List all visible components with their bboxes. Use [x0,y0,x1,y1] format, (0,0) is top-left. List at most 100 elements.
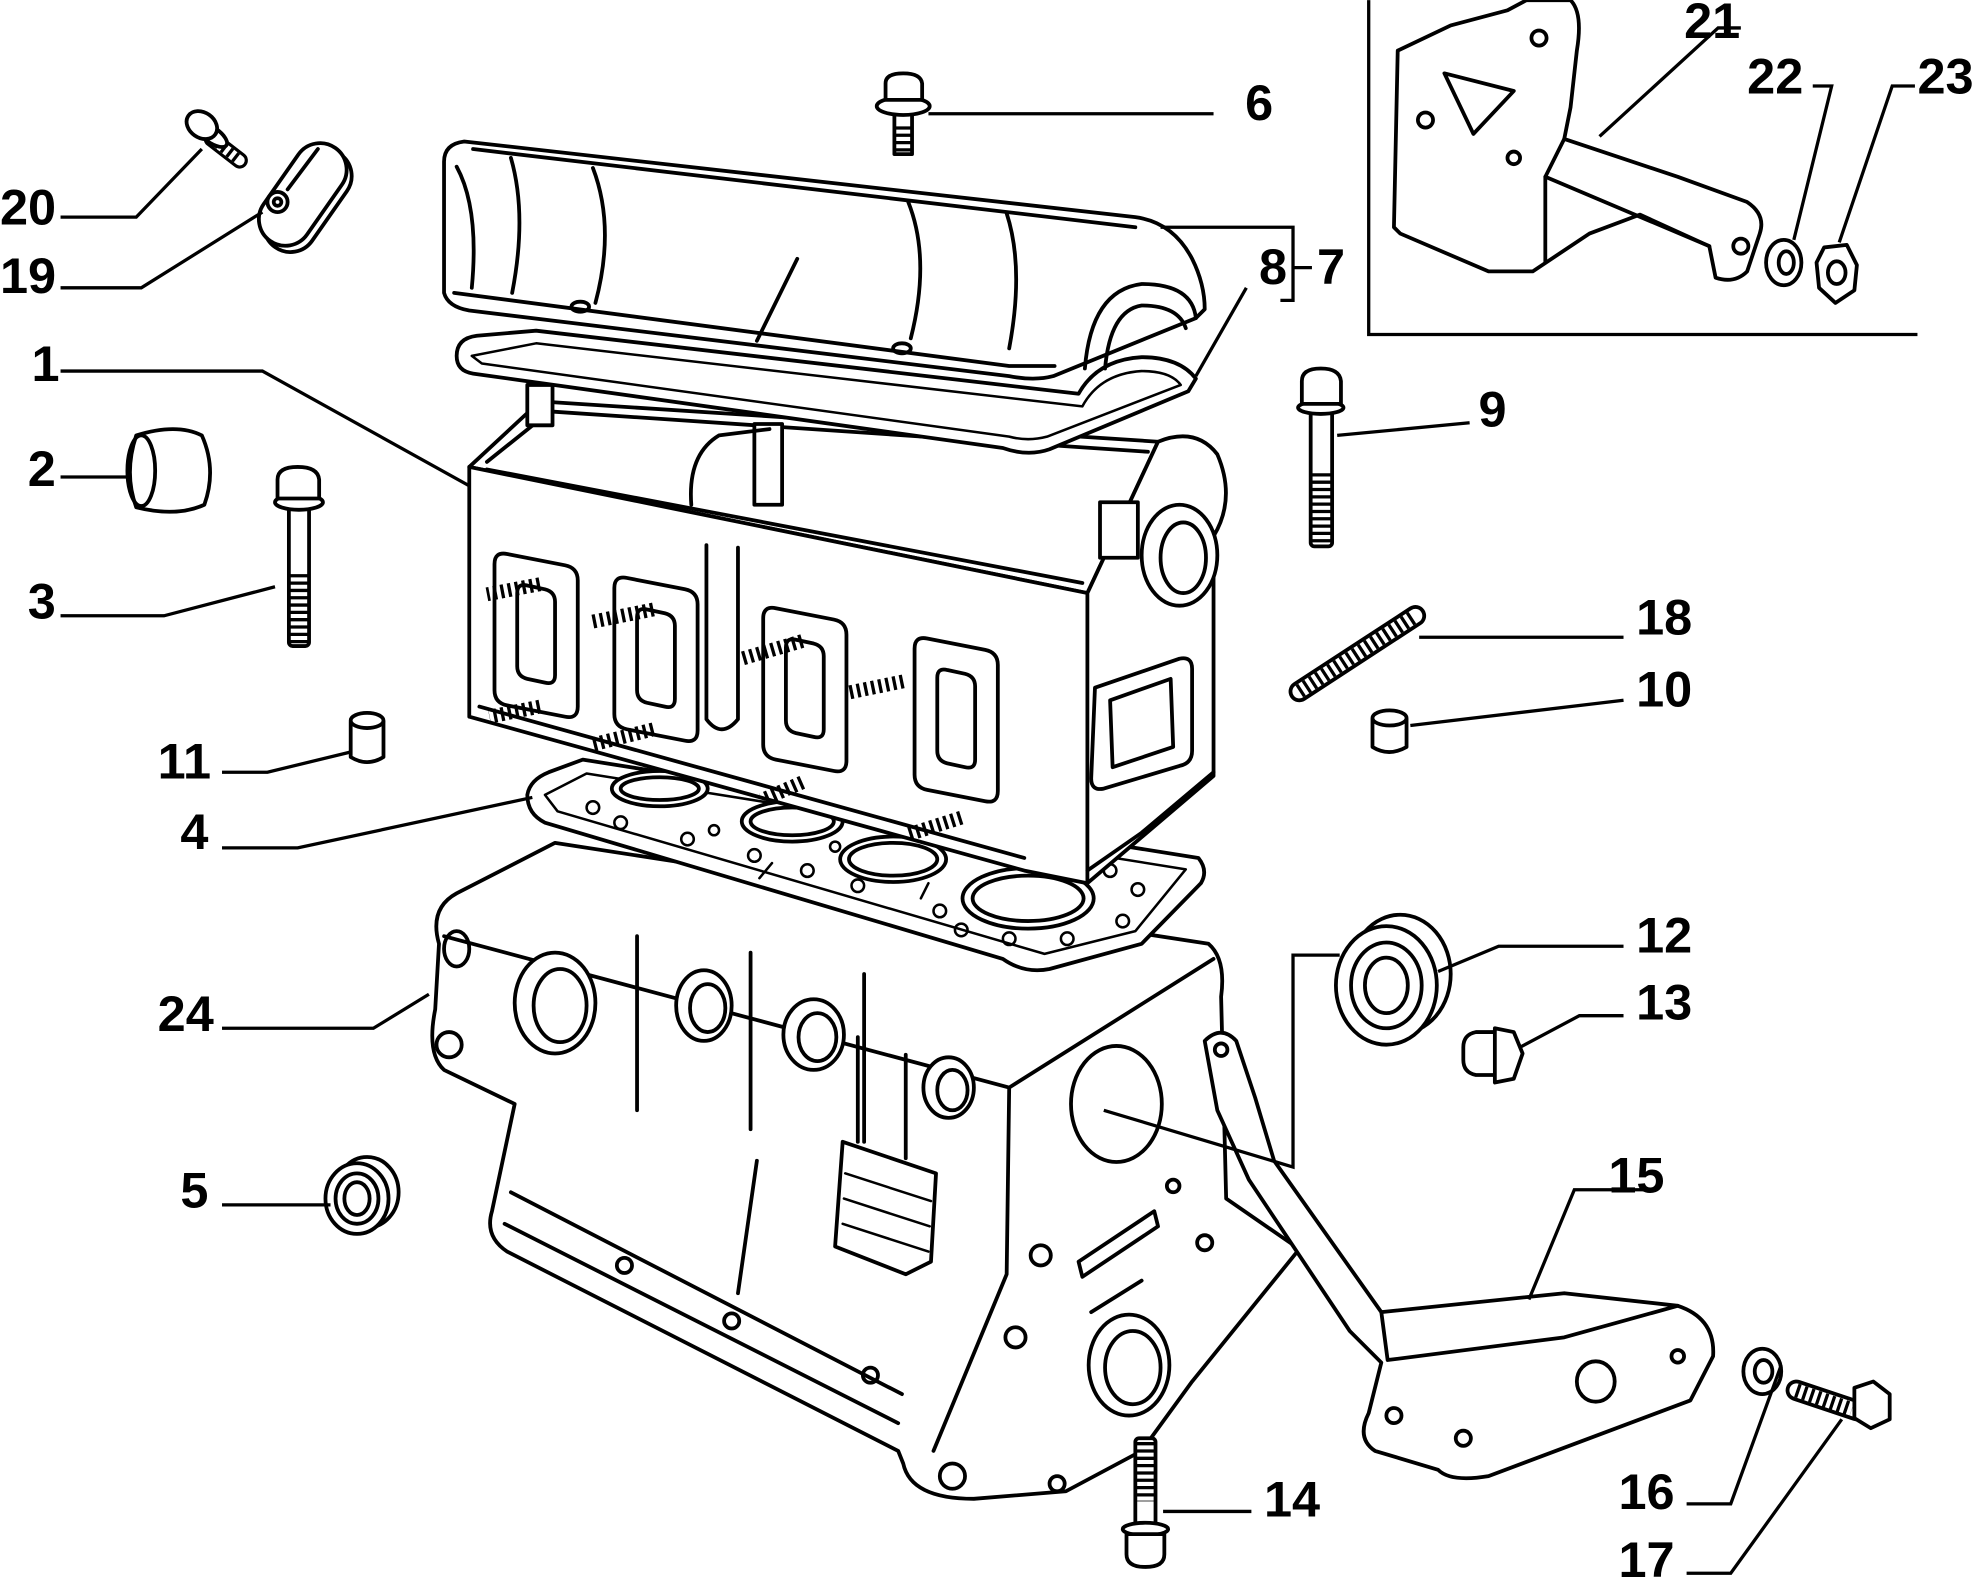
bracket-21-stroke [1505,149,1522,167]
bracket-21-stroke [1543,174,1712,249]
dowel-11-stroke [348,711,386,730]
head-studs-stroke [846,674,905,700]
rocker-cover-stroke [1103,303,1188,371]
cover-plate-19-stroke [285,147,320,192]
nut-23 [1814,243,1859,305]
cylinder-head-stroke [1089,656,1194,791]
washer-22-stroke [1776,249,1796,276]
callout-label-11: 11 [158,733,211,790]
callout-label-12: 12 [1636,907,1692,964]
head-gasket-stroke-stroke [679,831,696,847]
rocker-cover-stroke [454,164,476,290]
cylinder-head-stroke [752,422,785,507]
callout-label-24: 24 [158,985,214,1042]
head-studs-stroke [759,775,806,807]
rocker-cover-stroke [891,341,913,356]
engine-block-stroke [442,929,472,969]
callout-label-1: 1 [32,335,60,392]
bolt-17 [1785,1379,1892,1431]
engine-block-stroke [736,1158,759,1296]
engine-block-stroke [502,1190,904,1426]
bolt-20-stroke [213,138,243,165]
cover-plate-19-stroke [257,141,349,248]
callout-label-21: 21 [1684,0,1740,49]
engine-block-stroke [841,1172,933,1253]
seal-12-stroke [1349,940,1424,1031]
engine-block-stroke [1195,1233,1215,1253]
head-gasket-stroke [543,772,1188,956]
callout-label-9: 9 [1478,381,1506,438]
head-gasket-stroke-stroke [1001,931,1017,947]
cylinder-head-stroke [492,551,580,719]
callout-label-16: 16 [1618,1463,1674,1520]
callout-label-15: 15 [1608,1146,1664,1203]
cover-plate-19 [257,141,354,254]
bolt-6-stroke [883,71,925,102]
engine-block-stroke [1028,1243,1053,1268]
bracket-21-stroke [1529,28,1549,48]
head-gasket-stroke-stroke [850,878,866,894]
callout-label-4: 4 [180,803,208,860]
head-gasket-stroke-stroke [585,799,601,816]
cylinder-head-stroke [1085,770,1216,873]
cap-2-stroke [128,427,212,514]
bolt-9 [1296,366,1346,549]
washer-22 [1764,237,1804,288]
inset-frame-stroke [1367,0,1918,337]
cylinder-head-stroke [485,467,1085,585]
callout-leader-8 [1194,286,1248,377]
dowel-10-stroke [1370,717,1409,754]
nut-23-stroke [1814,243,1859,305]
rocker-cover-gasket [454,328,1198,455]
stud-18 [1288,605,1427,703]
bolt-20 [184,109,248,169]
leader-lines [60,26,1915,1575]
rocker-cover-stroke [471,147,1138,230]
head-studs [485,577,964,842]
callout-label-6: 6 [1245,74,1273,131]
bolt-6 [874,71,932,156]
callout-label-7: 7 [1317,238,1345,295]
callout-label-23: 23 [1917,48,1973,105]
head-gasket-stroke-stroke [828,840,842,853]
head-gasket [525,757,1207,973]
callout-leader-15 [1527,1188,1653,1301]
cylinder-head-stroke [912,636,1000,804]
engine-block-stroke [833,1139,938,1277]
engine-mount-bracket-stroke [1379,1303,1680,1362]
bolt-20-stroke [184,109,219,141]
engine-block-stroke [434,1030,464,1060]
head-studs-stroke [589,602,655,629]
seal-5 [323,1155,401,1236]
rocker-cover-gasket-stroke [470,342,1183,441]
washer-16-stroke [1752,1358,1775,1385]
callout-leader-23 [1837,84,1915,243]
callout-leader-16 [1686,1364,1783,1506]
engine-block-stroke [931,1085,1012,1453]
callout-label-5: 5 [180,1161,208,1218]
head-gasket-stroke [970,873,1086,923]
cylinder-head-stroke [525,383,555,428]
engine-block-stroke [688,982,728,1034]
bracket-21-stroke [1442,71,1516,136]
head-gasket-stroke-stroke [707,823,721,837]
callout-label-3: 3 [28,572,56,629]
engine-block-stroke [635,934,867,1144]
bolt-17-stroke [1794,1383,1855,1416]
head-gasket-stroke-stroke [932,903,948,919]
engine-mount-bracket-stroke [1212,1041,1230,1058]
rocker-cover-stroke [509,155,522,295]
head-gasket-stroke-stroke [799,863,815,879]
engine-mount-bracket [1202,1030,1716,1481]
head-gasket-stroke-stroke [1130,881,1146,898]
bracket-21-stroke [1392,0,1764,282]
dowel-11 [348,711,386,765]
callout-bracket-7 [1160,225,1295,303]
engine-block-stroke [937,1461,967,1491]
bolt-9-stroke [1299,366,1343,406]
dowel-10 [1370,708,1409,754]
bolt-14 [1120,1436,1171,1569]
head-gasket-stroke-stroke [953,922,969,938]
head-gasket-stroke-stroke [746,847,762,864]
